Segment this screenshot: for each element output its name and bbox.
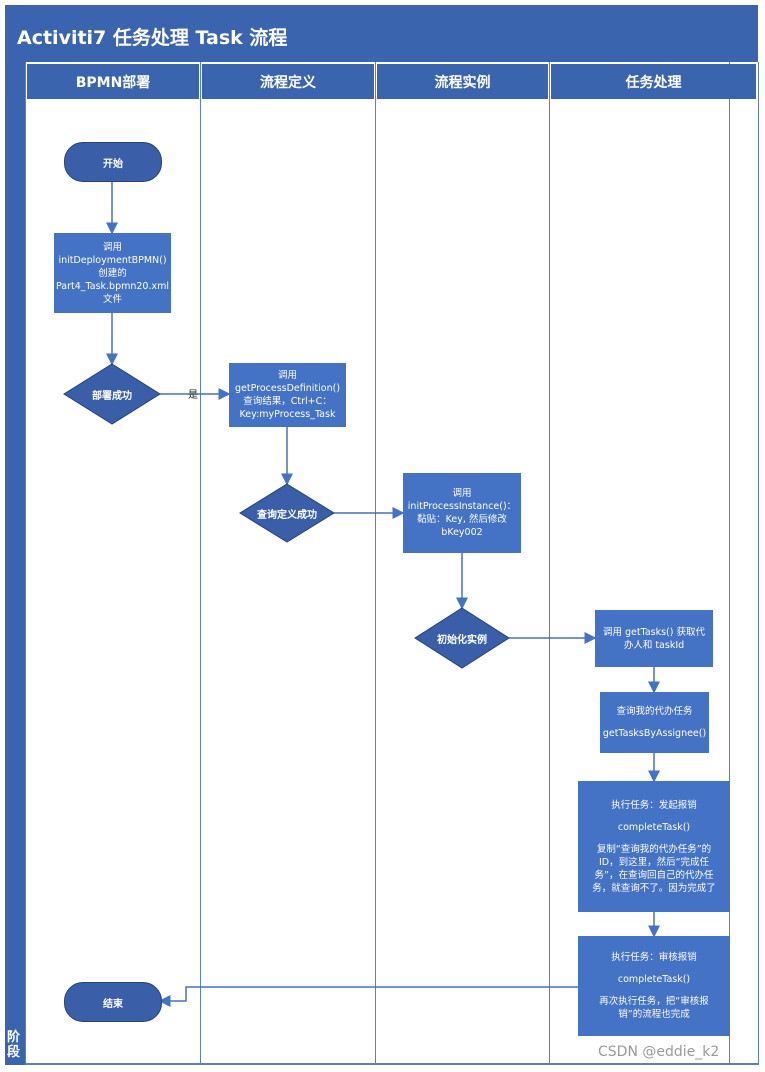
exec-line: ID，到这里，然后“完成任 — [598, 856, 710, 868]
decision-query-ok-shape — [239, 483, 335, 543]
my-tasks-line: 查询我的代办任务 — [616, 706, 693, 717]
get-tasks-node: 调用 getTasks() 获取代 办人和 taskId — [595, 610, 713, 667]
query-ok-label: 查询定义成功 — [257, 509, 317, 521]
audit-line: completeTask() — [617, 974, 691, 985]
decision-deploy-ok-shape — [63, 363, 161, 425]
diagram-title: Activiti7 任务处理 Task 流程 — [17, 27, 288, 49]
exec-line: 执行任务：发起报销 — [611, 799, 697, 811]
get-def-line: 调用 — [277, 370, 297, 381]
get-tasks-line: 办人和 taskId — [623, 639, 685, 651]
lane-divider — [25, 62, 26, 1065]
audit-task-node: 执行任务：审核报销 completeTask() 再次执行任务，把“审核报 销”… — [578, 936, 730, 1036]
exec-line: completeTask() — [617, 821, 691, 833]
deploy-line: 文件 — [102, 293, 122, 305]
init-line: initProcessInstance()： — [407, 501, 517, 512]
deploy-line: initDeploymentBPMN() — [58, 254, 167, 266]
init-done-label: 初始化实例 — [437, 634, 487, 646]
lane-divider — [375, 62, 376, 1065]
lane-bottom-border — [25, 1063, 758, 1065]
title-bar: Activiti7 任务处理 Task 流程 — [5, 5, 758, 62]
my-tasks-line: getTasksByAssignee() — [602, 728, 707, 739]
my-tasks-node: 查询我的代办任务 getTasksByAssignee() — [600, 692, 709, 753]
get-def-line: getProcessDefinition() — [234, 383, 341, 394]
init-line: 黏贴：Key, 然后修改 — [417, 514, 507, 525]
stage-bar — [5, 62, 25, 1065]
lane-header-bpmn-deploy: BPMN部署 — [27, 64, 199, 99]
start-node: 开始 — [64, 142, 162, 182]
deploy-ok-label: 部署成功 — [92, 390, 132, 402]
exec-line: 务，就查询不了。因为完成了 — [592, 882, 716, 894]
audit-line: 执行任务：审核报销 — [611, 952, 697, 963]
lane-divider — [200, 62, 201, 1065]
end-node: 结束 — [64, 982, 162, 1022]
stage-label: 阶段 — [7, 1030, 21, 1060]
lane-header-process-definition: 流程定义 — [202, 64, 374, 99]
deploy-line: 创建的 — [98, 267, 127, 279]
init-line: 调用 — [452, 488, 472, 499]
edge-label-yes: 是 — [188, 390, 198, 401]
get-def-line: Key:myProcess_Task — [239, 409, 336, 420]
exec-line: 复制“查询我的代办任务”的 — [596, 843, 712, 855]
edge-audit-to-end — [158, 986, 578, 1007]
lane-header-process-instance: 流程实例 — [377, 64, 548, 99]
decision-init-done-shape — [414, 607, 510, 669]
lane-divider — [549, 62, 550, 1065]
exec-task-node: 执行任务：发起报销 completeTask() 复制“查询我的代办任务”的 I… — [578, 781, 730, 912]
exec-line: 务”，在查询回自己的代办任 — [594, 869, 714, 881]
init-instance-node: 调用 initProcessInstance()： 黏贴：Key, 然后修改 b… — [403, 473, 521, 553]
get-tasks-line: 调用 getTasks() 获取代 — [602, 626, 705, 638]
deploy-node: 调用 initDeploymentBPMN() 创建的 Part4_Task.b… — [54, 233, 171, 313]
deploy-line: 调用 — [102, 241, 122, 253]
init-line: bKey002 — [441, 527, 483, 538]
get-definition-node: 调用 getProcessDefinition() 查询结果，Ctrl+C： K… — [229, 363, 346, 427]
deploy-line: Part4_Task.bpmn20.xml — [55, 280, 170, 292]
lane-divider — [758, 62, 759, 1065]
watermark: CSDN @eddie_k2 — [598, 1044, 720, 1060]
lane-header-task-handling: 任务处理 — [551, 64, 756, 99]
audit-line: 再次执行任务，把“审核报 — [599, 996, 709, 1007]
get-def-line: 查询结果，Ctrl+C： — [243, 396, 332, 407]
audit-line: 销”的流程也完成 — [618, 1009, 690, 1020]
lane-divider — [729, 62, 730, 1065]
